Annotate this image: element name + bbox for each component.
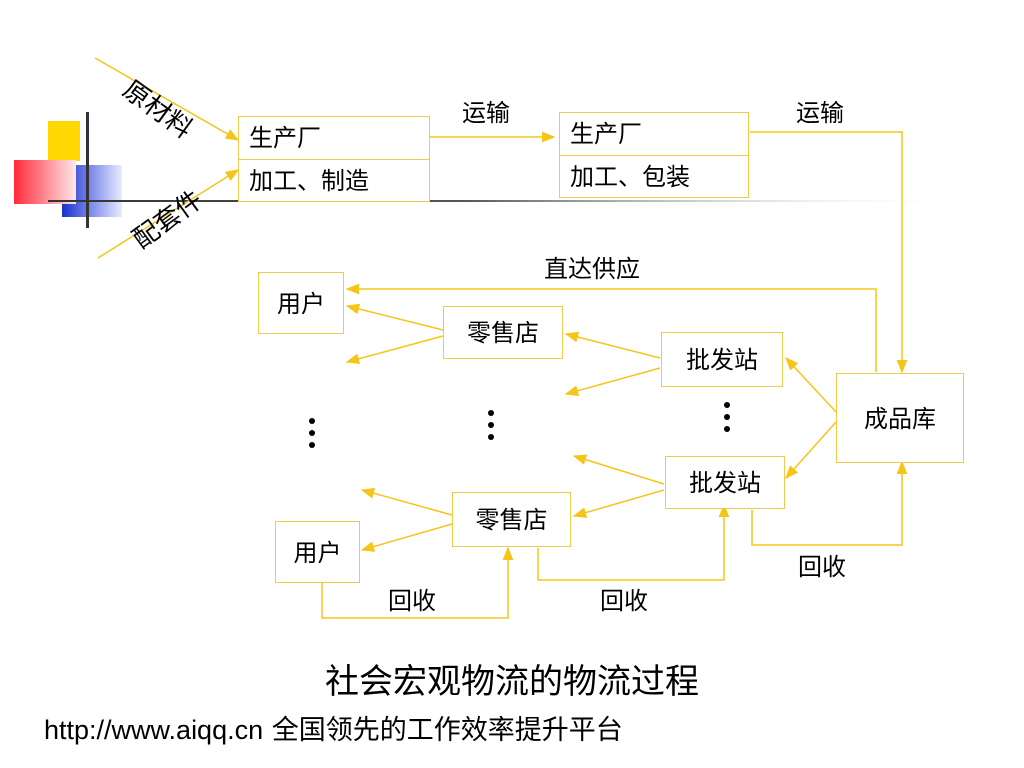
- retail-top-to-more: [345, 335, 444, 365]
- recycle-label-user: 回收: [388, 587, 436, 615]
- user-bottom-box: 用户: [275, 521, 360, 583]
- wholesale-ellipsis: [724, 402, 730, 438]
- transport-arrow-2: [750, 131, 908, 374]
- direct-supply-arrow: [345, 283, 877, 372]
- wholesale-bottom-label: 批发站: [689, 469, 761, 497]
- retail-bottom-box: 零售店: [452, 492, 571, 547]
- wholesale-top-label: 批发站: [686, 346, 758, 374]
- wholesale-bottom-to-retail: [572, 489, 665, 518]
- user-bottom-label: 用户: [293, 539, 342, 567]
- factory-2-box: 生产厂 加工、包装: [559, 112, 749, 198]
- retail-top-to-user: [345, 303, 444, 331]
- recycle-user-to-retail: [321, 546, 514, 619]
- parts-arrow: [97, 169, 240, 259]
- wholesale-top-box: 批发站: [661, 332, 783, 387]
- users-ellipsis: [309, 418, 315, 454]
- direct-supply-label: 直达供应: [544, 255, 640, 283]
- warehouse-label: 成品库: [864, 405, 936, 433]
- deco-horizontal-line: [48, 200, 968, 202]
- wholesale-bottom-box: 批发站: [665, 456, 785, 509]
- deco-yellow-square: [48, 121, 80, 161]
- slide-title: 社会宏观物流的物流过程: [325, 662, 699, 702]
- deco-red-square: [14, 160, 76, 204]
- factory-1-process: 加工、制造: [239, 159, 429, 202]
- recycle-wholesale-to-warehouse: [751, 460, 908, 546]
- wholesale-top-to-retail: [564, 331, 661, 359]
- warehouse-box: 成品库: [836, 373, 964, 463]
- retail-top-label: 零售店: [467, 319, 539, 347]
- deco-vertical-line: [86, 112, 89, 228]
- retail-bottom-label: 零售店: [475, 506, 548, 534]
- recycle-retail-to-wholesale: [537, 503, 730, 581]
- transport-label-2: 运输: [796, 99, 844, 127]
- transport-label-1: 运输: [462, 99, 510, 127]
- wholesale-bottom-to-more: [572, 454, 665, 485]
- raw-material-arrow: [94, 57, 240, 141]
- footer-slogan: 全国领先的工作效率提升平台: [271, 715, 623, 746]
- footer-url-link[interactable]: http://www.aiqq.cn: [44, 715, 264, 745]
- retail-bottom-to-more: [360, 488, 453, 516]
- warehouse-to-wholesale-bottom: [785, 421, 837, 480]
- recycle-label-wholesale: 回收: [798, 553, 846, 581]
- wholesale-top-to-more: [564, 367, 661, 396]
- retail-top-box: 零售店: [443, 306, 563, 359]
- factory-2-process: 加工、包装: [560, 155, 748, 198]
- recycle-label-retail: 回收: [600, 587, 648, 615]
- retail-bottom-to-user: [360, 523, 453, 552]
- user-top-box: 用户: [258, 272, 344, 334]
- factory-1-name: 生产厂: [249, 124, 321, 152]
- retail-ellipsis: [488, 410, 494, 446]
- user-top-label: 用户: [277, 290, 325, 318]
- warehouse-to-wholesale-top: [785, 357, 837, 413]
- footer: http://www.aiqq.cn 全国领先的工作效率提升平台: [44, 712, 623, 749]
- factory-1-box: 生产厂 加工、制造: [238, 116, 430, 202]
- factory-2-name: 生产厂: [570, 120, 642, 148]
